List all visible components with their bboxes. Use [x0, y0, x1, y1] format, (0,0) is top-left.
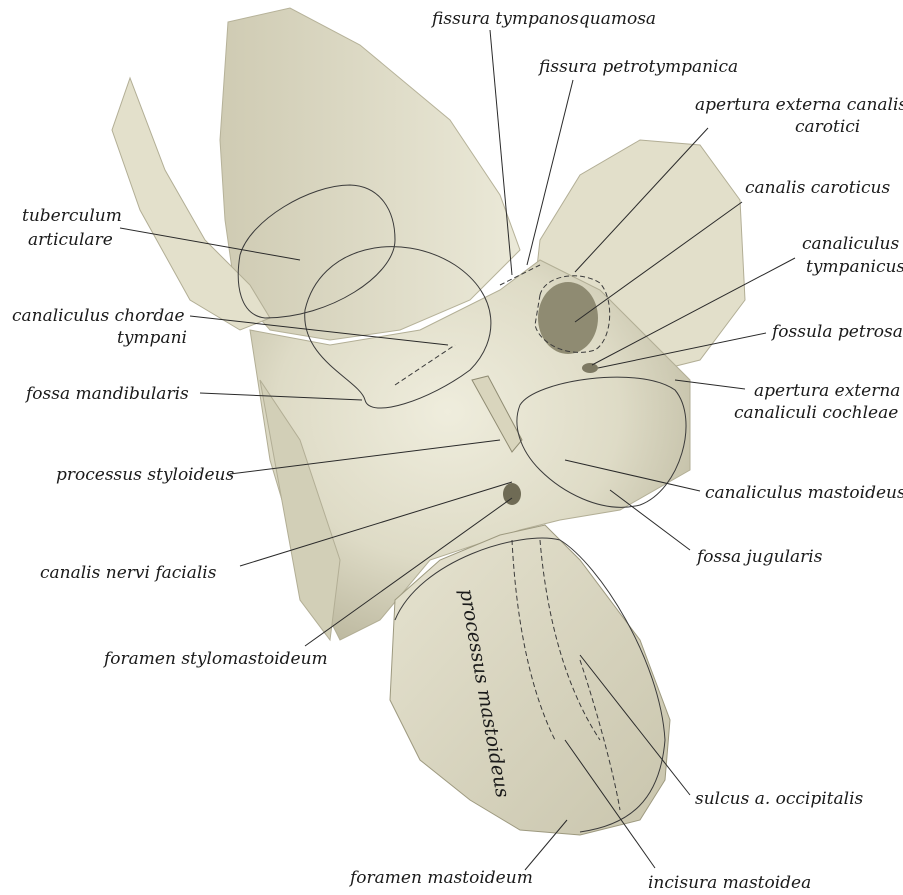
label-incisura-mastoidea: incisura mastoidea — [648, 873, 811, 893]
label-apertura-ext-canaliculi-cochleae-1: apertura externa — [754, 381, 900, 401]
label-fossula-petrosa: fossula petrosa — [770, 322, 903, 342]
label-fissura-tympanosquamosa: fissura tympanosquamosa — [430, 9, 656, 29]
fossula-petrosa-pit — [582, 363, 598, 373]
label-canalis-nervi-facialis: canalis nervi facialis — [40, 563, 217, 583]
label-sulcus-a-occipitalis: sulcus a. occipitalis — [695, 789, 864, 809]
bone-body — [112, 8, 745, 835]
label-canalis-caroticus: canalis caroticus — [745, 178, 890, 198]
label-canaliculus-mastoideus: canaliculus mastoideus — [705, 483, 903, 503]
carotid-canal-opening — [538, 282, 598, 354]
squama-temporalis — [220, 8, 520, 340]
label-fissura-petrotympanica: fissura petrotympanica — [537, 57, 738, 77]
label-canaliculus-chordae-tympani-2: tympani — [117, 328, 187, 348]
label-canaliculus-chordae-tympani-1: canaliculus chordae — [12, 306, 185, 326]
label-tuberculum-articulare-2: articulare — [28, 230, 113, 250]
label-canaliculus-tympanicus-2: tympanicus — [806, 257, 903, 277]
label-foramen-mastoideum: foramen mastoideum — [348, 868, 533, 888]
label-fossa-jugularis: fossa jugularis — [695, 547, 823, 567]
label-apertura-ext-canalis-carotici-1: apertura externa canalis — [695, 95, 903, 115]
leader-fossa-jugularis — [610, 490, 690, 550]
label-fossa-mandibularis: fossa mandibularis — [24, 384, 189, 404]
label-apertura-ext-canaliculi-cochleae-2: canaliculi cochleae — [734, 403, 898, 423]
label-foramen-stylomastoideum: foramen stylomastoideum — [102, 649, 328, 669]
label-canaliculus-tympanicus-1: canaliculus — [802, 234, 899, 254]
label-tuberculum-articulare-1: tuberculum — [22, 206, 122, 226]
processus-mastoideus-shape — [390, 525, 670, 835]
label-apertura-ext-canalis-carotici-2: carotici — [795, 117, 860, 137]
label-processus-styloideus: processus styloideus — [56, 465, 235, 485]
stylomastoid-foramen — [503, 483, 521, 505]
